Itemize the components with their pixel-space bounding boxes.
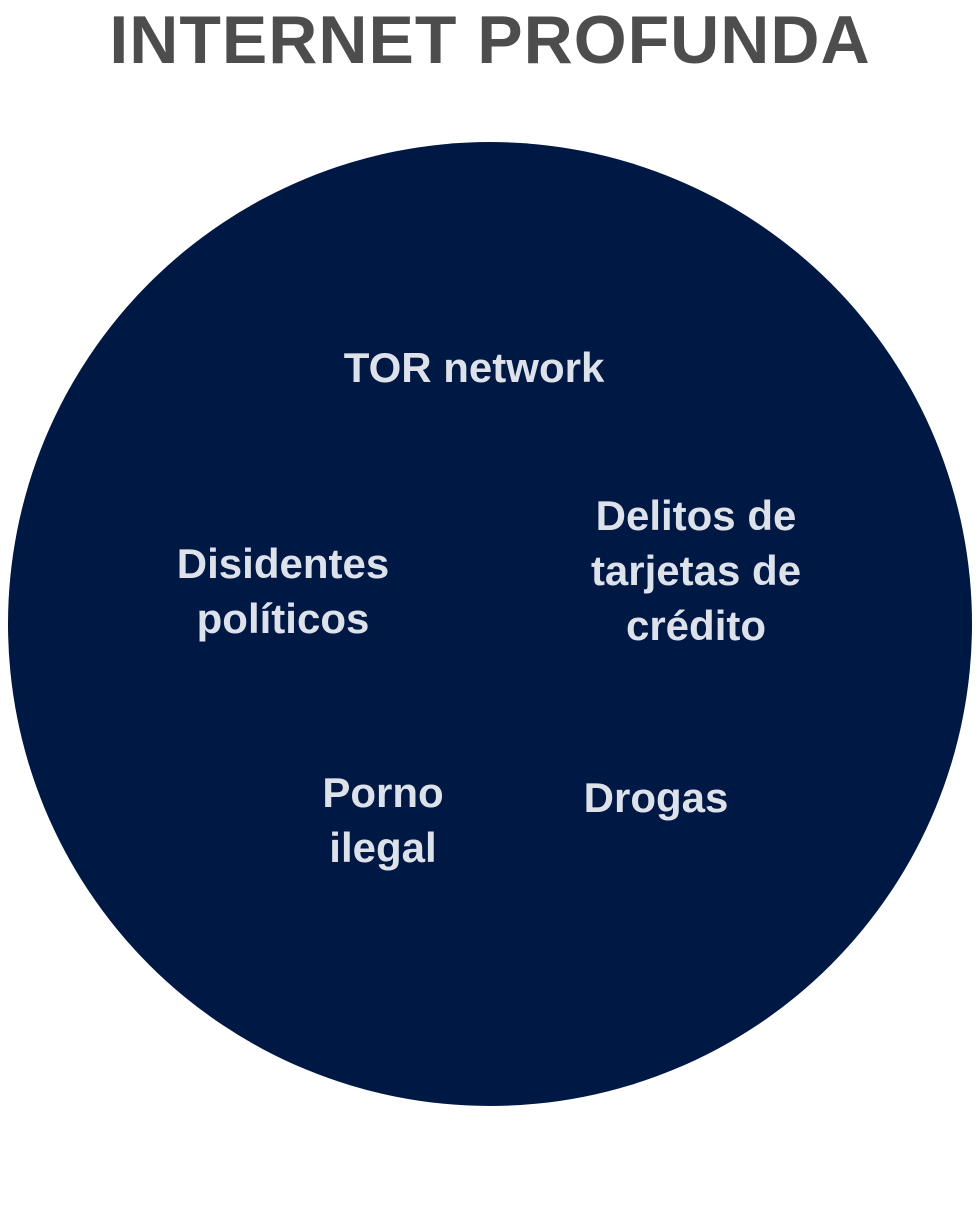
label-tor-network: TOR network [343,344,605,391]
deep-web-circle [8,142,972,1106]
label-political-dissidents: Disidentes políticos [176,540,390,642]
label-drugs: Drogas [583,774,729,821]
diagram-title: INTERNET PROFUNDA [109,2,871,78]
label-credit-card-crimes: Delitos de tarjetas de crédito [590,492,802,649]
label-illegal-porn: Porno ilegal [322,769,444,871]
